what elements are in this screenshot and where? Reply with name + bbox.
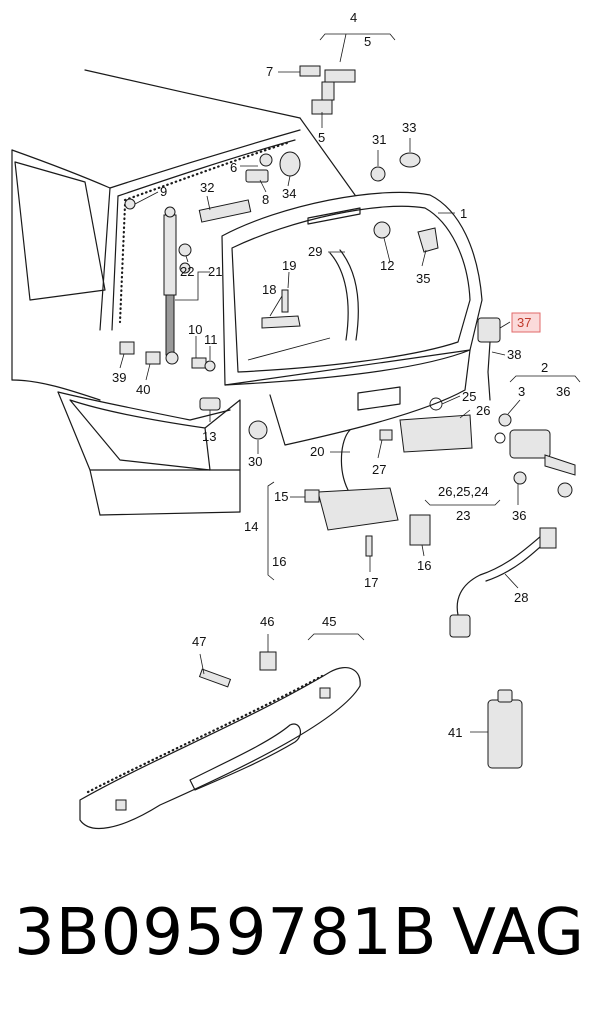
label-3: 3 xyxy=(518,384,525,399)
label-7: 7 xyxy=(266,64,273,79)
label-34: 34 xyxy=(282,186,296,201)
label-27: 27 xyxy=(372,462,386,477)
label-1: 1 xyxy=(460,206,467,221)
label-40: 40 xyxy=(136,382,150,397)
brand-name: VAG xyxy=(452,896,584,970)
label-5b: 5 xyxy=(318,130,325,145)
label-6: 6 xyxy=(230,160,237,175)
label-30: 30 xyxy=(248,454,262,469)
label-25: 25 xyxy=(462,389,476,404)
label-4: 4 xyxy=(350,10,357,25)
label-28: 28 xyxy=(514,590,528,605)
label-8: 8 xyxy=(262,192,269,207)
label-18: 18 xyxy=(262,282,276,297)
label-17: 17 xyxy=(364,575,378,590)
label-31: 31 xyxy=(372,132,386,147)
label-39: 39 xyxy=(112,370,126,385)
label-41: 41 xyxy=(448,725,462,740)
label-15: 15 xyxy=(274,489,288,504)
tailgate xyxy=(221,191,483,446)
label-12: 12 xyxy=(380,258,394,273)
exploded-parts-diagram: 4 5 7 5 6 8 34 31 33 9 32 1 29 12 35 19 … xyxy=(11,10,581,829)
label-2: 2 xyxy=(541,360,548,375)
label-10: 10 xyxy=(188,322,202,337)
label-29: 29 xyxy=(308,244,322,259)
highlight-box-37 xyxy=(511,312,541,333)
label-45: 45 xyxy=(322,614,336,629)
label-19: 19 xyxy=(282,258,296,273)
label-32: 32 xyxy=(200,180,214,195)
label-37-highlighted: 37 xyxy=(517,315,531,330)
label-35: 35 xyxy=(416,271,430,286)
label-21: 21 xyxy=(208,264,222,279)
group-brackets xyxy=(175,33,581,641)
label-23: 23 xyxy=(456,508,470,523)
label-26: 26 xyxy=(476,403,490,418)
gas-struts xyxy=(163,206,192,365)
label-16b: 16 xyxy=(417,558,431,573)
fasteners xyxy=(119,151,439,440)
rear-spoiler xyxy=(79,651,361,829)
part-number: 3B0959781B xyxy=(14,896,438,970)
label-47: 47 xyxy=(192,634,206,649)
label-22: 22 xyxy=(180,264,194,279)
car-body xyxy=(11,69,356,516)
label-38: 38 xyxy=(507,347,521,362)
label-9: 9 xyxy=(160,184,167,199)
wiring-harness xyxy=(449,527,557,638)
label-16a: 16 xyxy=(272,554,286,569)
label-11: 11 xyxy=(204,332,218,347)
leader-lines xyxy=(119,71,521,733)
label-36a: 36 xyxy=(556,384,570,399)
label-20: 20 xyxy=(310,444,324,459)
label-33: 33 xyxy=(402,120,416,135)
label-14: 14 xyxy=(244,519,258,534)
label-46: 46 xyxy=(260,614,274,629)
label-13: 13 xyxy=(202,429,216,444)
label-36b: 36 xyxy=(512,508,526,523)
sealant-can xyxy=(487,689,523,769)
part-labels: 4 5 7 5 6 8 34 31 33 9 32 1 29 12 35 19 … xyxy=(112,10,570,740)
hinge xyxy=(299,65,356,115)
label-26-25-24: 26,25,24 xyxy=(438,484,489,499)
lock-assembly xyxy=(304,317,576,557)
label-5: 5 xyxy=(364,34,371,49)
